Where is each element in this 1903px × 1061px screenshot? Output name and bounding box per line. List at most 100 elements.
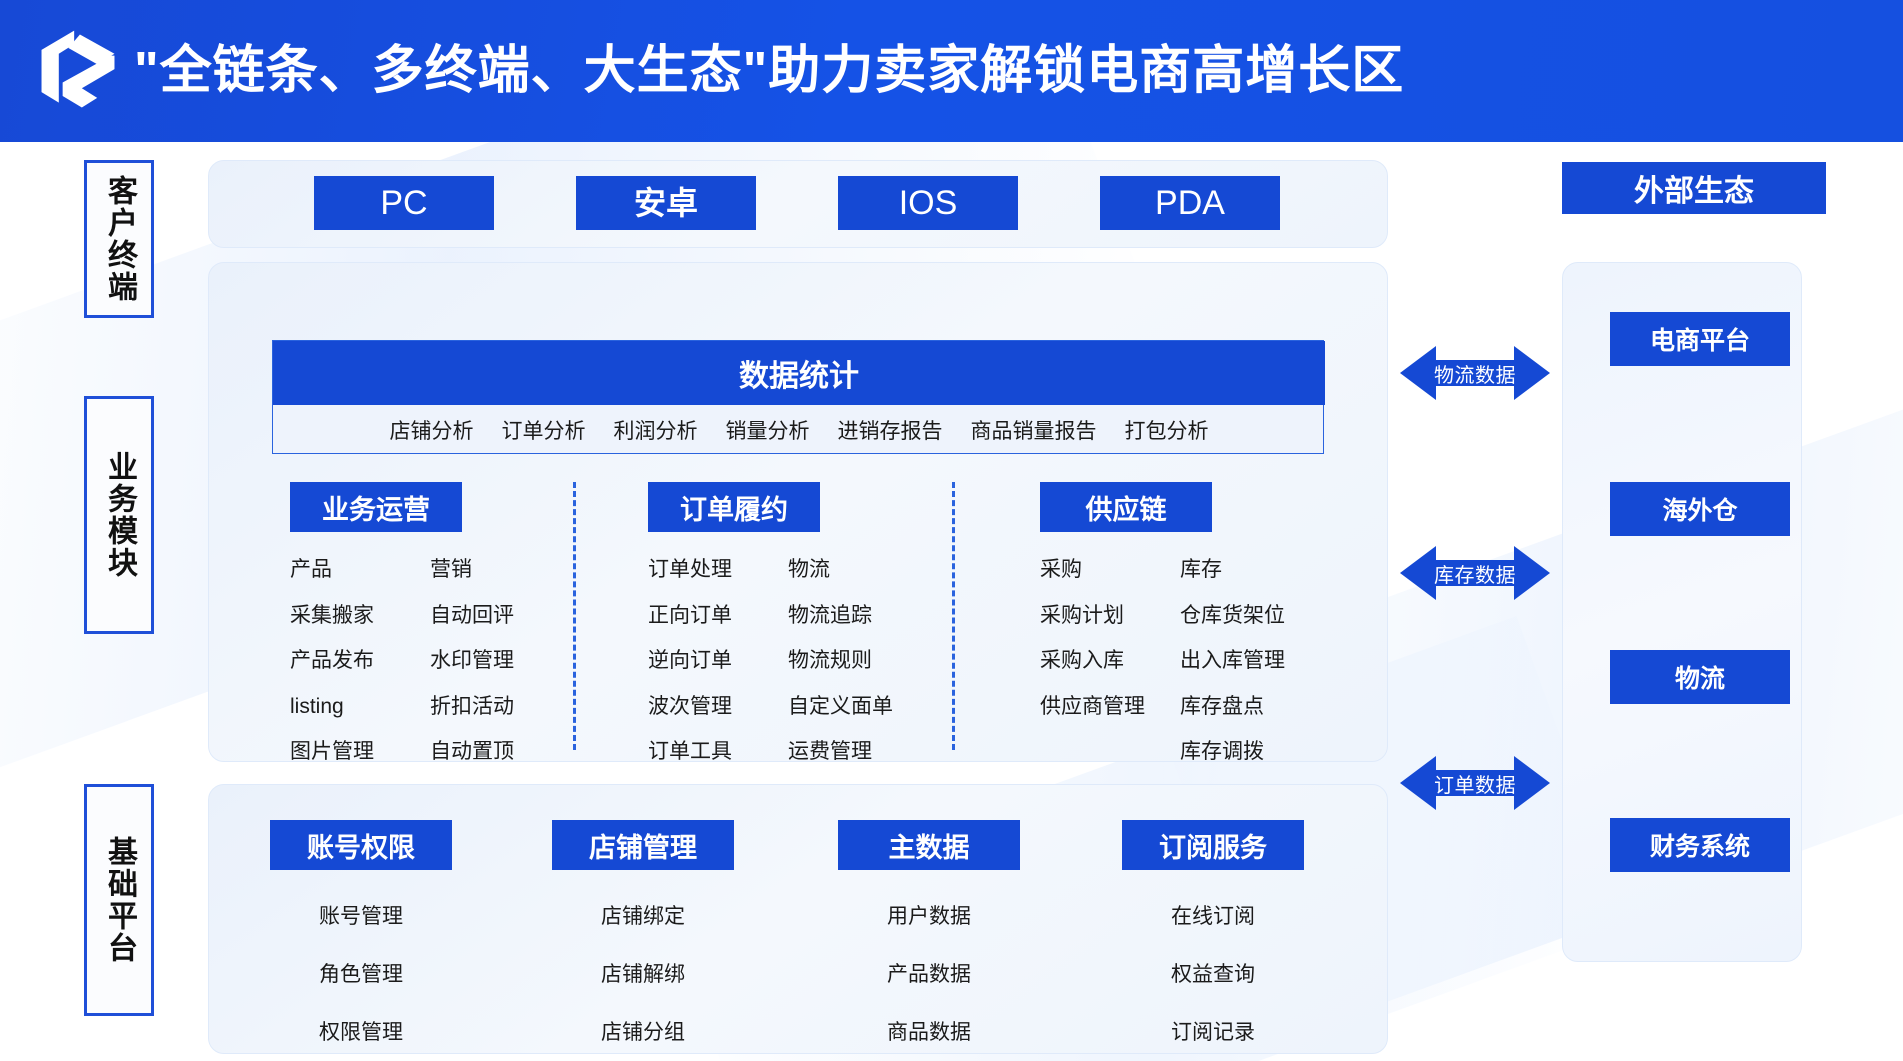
ecosystem-title: 外部生态 (1562, 162, 1826, 214)
business-group-column: 营销 自动回评 水印管理 折扣活动 自动置顶 (430, 554, 514, 768)
business-group-supply-chain: 供应链 采购 采购计划 采购入库 供应商管理 库存 仓库货架位 出入库管理 库存… (1040, 482, 1285, 768)
terminal-chip-ios[interactable]: IOS (838, 176, 1018, 230)
stat-item[interactable]: 利润分析 (613, 420, 698, 443)
hexagon-s-logo-icon (41, 30, 115, 108)
business-group-title: 业务运营 (290, 482, 462, 532)
business-item[interactable]: 采购计划 (1040, 603, 1124, 627)
platform-group-master-data: 主数据 用户数据 产品数据 商品数据 (838, 820, 1020, 1046)
platform-item[interactable]: 权益查询 (1171, 963, 1255, 986)
stat-item[interactable]: 商品销量报告 (970, 420, 1097, 443)
platform-item[interactable]: 权限管理 (319, 1021, 403, 1044)
business-group-column: 采购 采购计划 采购入库 供应商管理 (1040, 554, 1180, 768)
double-arrow-icon (1400, 346, 1550, 400)
business-item[interactable]: 波次管理 (648, 694, 732, 718)
business-item[interactable]: 自动回评 (430, 603, 514, 627)
business-item[interactable]: 采集搬家 (290, 603, 374, 627)
arrow-label: 物流数据 (1434, 364, 1516, 387)
terminal-chip-pc[interactable]: PC (314, 176, 494, 230)
group-divider (573, 482, 576, 750)
page-header: "全链条、多终端、大生态"助力卖家解锁电商高增长区 (0, 0, 1903, 142)
data-statistics-title: 数据统计 (273, 341, 1325, 405)
platform-group-title: 账号权限 (270, 820, 452, 870)
business-item[interactable]: 自定义面单 (788, 694, 893, 718)
business-item[interactable]: 正向订单 (648, 603, 732, 627)
platform-item[interactable]: 用户数据 (887, 905, 971, 928)
business-item[interactable]: 库存 (1180, 558, 1222, 581)
data-statistics-items: 店铺分析 订单分析 利润分析 销量分析 进销存报告 商品销量报告 打包分析 (273, 405, 1325, 455)
data-statistics-box: 数据统计 店铺分析 订单分析 利润分析 销量分析 进销存报告 商品销量报告 打包… (272, 340, 1325, 455)
business-item[interactable]: 折扣活动 (430, 694, 514, 718)
platform-group-items: 在线订阅 权益查询 订阅记录 (1122, 900, 1304, 1046)
ecosystem-chip-overseas-warehouse[interactable]: 海外仓 (1610, 482, 1790, 536)
ecosystem-chip-finance[interactable]: 财务系统 (1610, 818, 1790, 872)
business-item[interactable]: 采购入库 (1040, 649, 1124, 672)
business-item[interactable]: 水印管理 (430, 649, 514, 672)
group-divider (952, 482, 955, 750)
business-group-title: 供应链 (1040, 482, 1212, 532)
business-item[interactable]: 图片管理 (290, 740, 374, 763)
platform-item[interactable]: 订阅记录 (1171, 1021, 1255, 1044)
platform-group-account: 账号权限 账号管理 角色管理 权限管理 (270, 820, 452, 1046)
terminal-chip-android[interactable]: 安卓 (576, 176, 756, 230)
business-item[interactable]: 运费管理 (788, 740, 872, 763)
platform-group-subscription: 订阅服务 在线订阅 权益查询 订阅记录 (1122, 820, 1304, 1046)
platform-group-items: 店铺绑定 店铺解绑 店铺分组 (552, 900, 734, 1046)
arrow-logistics-data: 物流数据 (1400, 342, 1550, 404)
business-item[interactable]: 订单工具 (648, 740, 732, 763)
arrow-inventory-data: 库存数据 (1400, 542, 1550, 604)
side-label-terminal: 客户终端 (84, 160, 154, 318)
business-item[interactable]: 采购 (1040, 558, 1082, 581)
business-item[interactable]: listing (290, 694, 344, 718)
side-label-business: 业务模块 (84, 396, 154, 634)
business-item[interactable]: 自动置顶 (430, 740, 514, 763)
business-item[interactable]: 物流 (788, 558, 830, 581)
platform-item[interactable]: 店铺解绑 (601, 963, 685, 986)
business-item[interactable]: 供应商管理 (1040, 694, 1145, 718)
business-item[interactable]: 物流追踪 (788, 603, 872, 627)
arrow-label: 库存数据 (1434, 564, 1516, 587)
business-group-column: 物流 物流追踪 物流规则 自定义面单 运费管理 (788, 554, 893, 768)
business-item[interactable]: 逆向订单 (648, 649, 732, 672)
business-item[interactable]: 产品 (290, 558, 332, 581)
business-group-operations: 业务运营 产品 采集搬家 产品发布 listing 图片管理 营销 自动回评 水… (290, 482, 514, 768)
stat-item[interactable]: 店铺分析 (389, 420, 474, 443)
business-item[interactable]: 库存调拨 (1180, 740, 1264, 763)
diagram-stage: 客户终端 业务模块 基础平台 PC 安卓 IOS PDA 数据统计 店铺分析 订… (0, 142, 1903, 1061)
ecosystem-chip-platform[interactable]: 电商平台 (1610, 312, 1790, 366)
platform-item[interactable]: 商品数据 (887, 1021, 971, 1044)
platform-item[interactable]: 店铺绑定 (601, 905, 685, 928)
platform-group-title: 订阅服务 (1122, 820, 1304, 870)
stat-item[interactable]: 进销存报告 (837, 420, 943, 443)
business-item[interactable]: 订单处理 (648, 558, 732, 581)
stat-item[interactable]: 销量分析 (725, 420, 810, 443)
arrow-order-data: 订单数据 (1400, 752, 1550, 814)
platform-item[interactable]: 角色管理 (319, 963, 403, 986)
business-group-column: 产品 采集搬家 产品发布 listing 图片管理 (290, 554, 430, 768)
business-item[interactable]: 产品发布 (290, 649, 374, 672)
ecosystem-chip-logistics[interactable]: 物流 (1610, 650, 1790, 704)
business-item[interactable]: 仓库货架位 (1180, 603, 1285, 627)
platform-group-title: 主数据 (838, 820, 1020, 870)
business-group-fulfillment: 订单履约 订单处理 正向订单 逆向订单 波次管理 订单工具 物流 物流追踪 物流… (648, 482, 893, 768)
platform-group-shop: 店铺管理 店铺绑定 店铺解绑 店铺分组 (552, 820, 734, 1046)
side-label-platform: 基础平台 (84, 784, 154, 1016)
business-item[interactable]: 营销 (430, 558, 472, 581)
platform-group-title: 店铺管理 (552, 820, 734, 870)
business-group-column: 库存 仓库货架位 出入库管理 库存盘点 库存调拨 (1180, 554, 1285, 768)
terminal-chip-pda[interactable]: PDA (1100, 176, 1280, 230)
business-item[interactable]: 物流规则 (788, 649, 872, 672)
stat-item[interactable]: 打包分析 (1124, 420, 1209, 443)
stat-item[interactable]: 订单分析 (501, 420, 586, 443)
platform-item[interactable]: 店铺分组 (601, 1021, 685, 1044)
platform-group-items: 账号管理 角色管理 权限管理 (270, 900, 452, 1046)
business-item[interactable]: 库存盘点 (1180, 694, 1264, 718)
platform-item[interactable]: 在线订阅 (1171, 905, 1255, 928)
arrow-label: 订单数据 (1434, 774, 1516, 797)
business-item[interactable]: 出入库管理 (1180, 649, 1285, 672)
business-group-title: 订单履约 (648, 482, 820, 532)
platform-item[interactable]: 账号管理 (319, 905, 403, 928)
page-title: "全链条、多终端、大生态"助力卖家解锁电商高增长区 (134, 42, 1405, 100)
platform-group-items: 用户数据 产品数据 商品数据 (838, 900, 1020, 1046)
platform-item[interactable]: 产品数据 (887, 963, 971, 986)
